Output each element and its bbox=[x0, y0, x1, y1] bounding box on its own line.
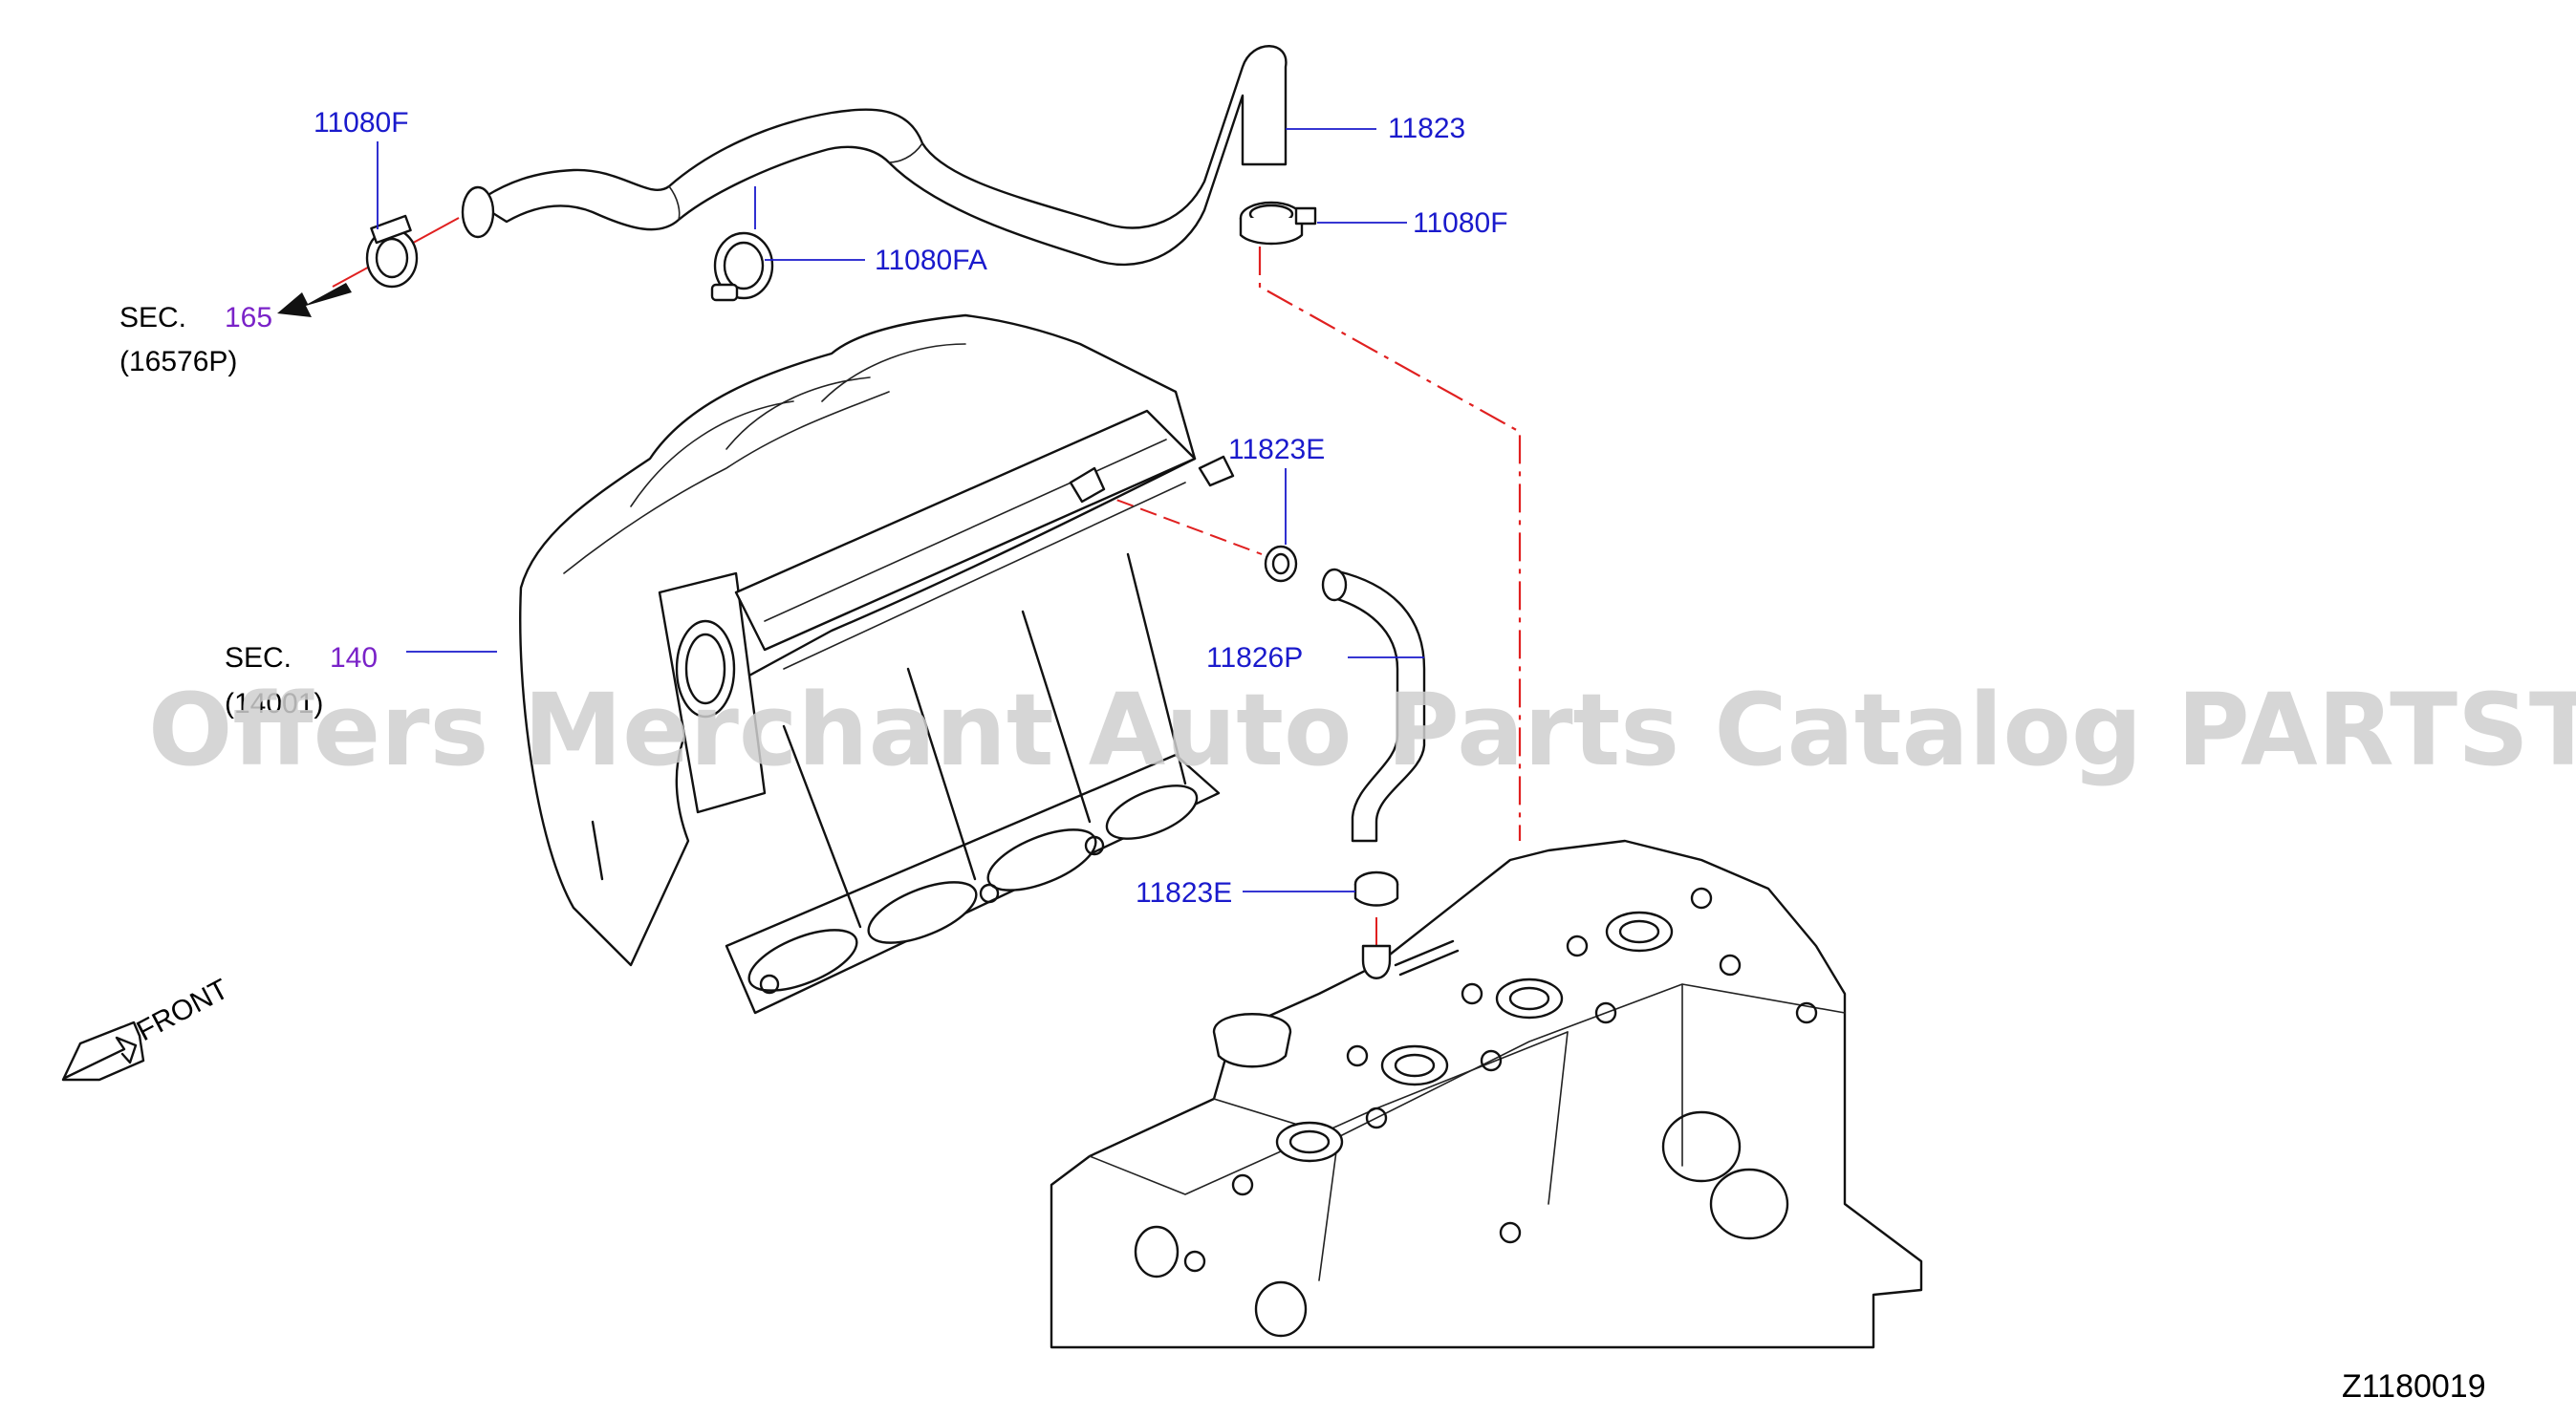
diagram-code: Z1180019 bbox=[2342, 1368, 2486, 1405]
bolt-heads bbox=[1183, 887, 1818, 1273]
section-number: 165 bbox=[225, 302, 272, 333]
watermark: Offers Merchant Auto Parts Catalog PARTS… bbox=[148, 672, 2576, 788]
cylinder-head bbox=[1050, 839, 1923, 1349]
callout-11823: 11823 bbox=[1388, 113, 1465, 144]
front-arrow-icon bbox=[61, 1021, 145, 1082]
connector-dashed-main bbox=[1258, 247, 1522, 841]
hose-11826p bbox=[1321, 568, 1426, 843]
section-ref-165: SEC. 165 (16576P) bbox=[119, 302, 272, 377]
section-ref-140: SEC. 140 (14001) bbox=[225, 642, 378, 720]
hose-11823 bbox=[461, 45, 1288, 267]
callout-11823e-upper: 11823E bbox=[1228, 434, 1325, 465]
callout-11080f-left: 11080F bbox=[314, 107, 409, 139]
front-label: FRONT bbox=[132, 974, 234, 1048]
clamp-11080f-right bbox=[1239, 201, 1317, 246]
leader-lines bbox=[377, 128, 1424, 892]
section-sub: (14001) bbox=[225, 688, 323, 720]
clamp-11823e-upper bbox=[1264, 545, 1298, 583]
callout-11826p: 11826P bbox=[1206, 642, 1303, 674]
callout-11823e-lower: 11823E bbox=[1136, 877, 1232, 909]
callout-11080f-right: 11080F bbox=[1413, 207, 1508, 239]
sec-165-arrow bbox=[277, 283, 352, 317]
section-prefix: SEC. bbox=[119, 302, 186, 333]
section-number: 140 bbox=[330, 642, 378, 674]
front-indicator: FRONT bbox=[61, 974, 234, 1082]
clamp-11080fa bbox=[710, 231, 774, 302]
clamp-11823e-lower bbox=[1353, 870, 1399, 907]
callout-11080fa: 11080FA bbox=[875, 245, 987, 276]
intake-manifold bbox=[519, 313, 1235, 1015]
clamp-11080f-left bbox=[365, 214, 419, 289]
section-prefix: SEC. bbox=[225, 642, 292, 674]
section-sub: (16576P) bbox=[119, 346, 237, 377]
callout-labels: 11080F 11823 11080F 11080FA 11823E 11826… bbox=[314, 107, 1508, 909]
